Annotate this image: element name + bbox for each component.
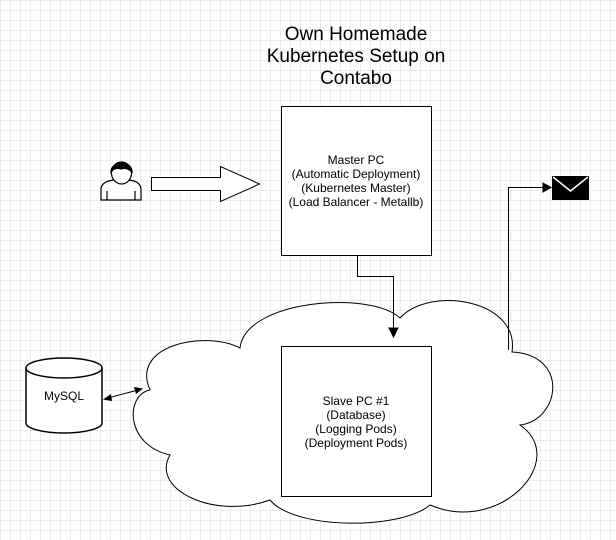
master-pc-box [281, 106, 432, 256]
title-line-2: Kubernetes Setup on [266, 46, 446, 67]
master-pc-label: Master PC (Automatic Deployment) (Kubern… [282, 153, 430, 209]
arrowhead-down [388, 327, 399, 339]
slave-line-1: Slave PC #1 [322, 394, 390, 408]
arrowhead-left [103, 394, 112, 401]
db-cloud-connector [107, 389, 139, 399]
user-icon [100, 161, 142, 201]
database-icon [25, 357, 103, 434]
slave-line-3: (Logging Pods) [315, 422, 397, 436]
diagram-title: Own Homemade Kubernetes Setup on Contabo [236, 24, 476, 90]
mail-icon [552, 176, 589, 200]
slave-pc-box [281, 346, 432, 497]
master-line-4: (Load Balancer - Metallb) [288, 195, 424, 209]
master-to-slave-connector [357, 256, 394, 330]
arrowhead-right-db [134, 387, 143, 394]
slave-pc-label: Slave PC #1 (Database) (Logging Pods) (D… [282, 394, 430, 450]
arrowhead-right [542, 182, 553, 193]
block-arrow [151, 165, 261, 203]
title-line-3: Contabo [320, 68, 392, 89]
cloud-to-mail-connector [508, 187, 545, 350]
slave-line-4: (Deployment Pods) [304, 436, 408, 450]
master-line-3: (Kubernetes Master) [301, 181, 411, 195]
master-line-1: Master PC [327, 153, 385, 167]
slave-line-2: (Database) [326, 408, 386, 422]
database-label: MySQL [43, 389, 84, 403]
master-line-2: (Automatic Deployment) [291, 167, 421, 181]
title-line-1: Own Homemade [284, 24, 428, 45]
